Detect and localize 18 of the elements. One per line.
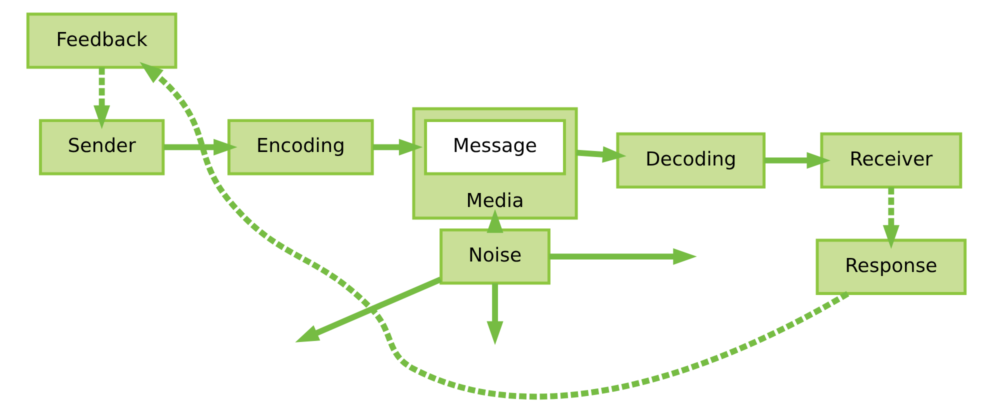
arrow — [576, 146, 626, 163]
node-box: Response — [815, 238, 966, 295]
arrow — [372, 138, 422, 156]
arrow — [93, 67, 110, 130]
node-box: Feedback — [26, 12, 177, 69]
node-box: Sender — [38, 119, 164, 176]
arrow — [764, 152, 830, 169]
arrow — [548, 248, 696, 265]
arrow — [139, 62, 849, 400]
node-box: Receiver — [820, 132, 962, 189]
arrow — [486, 283, 503, 346]
node-box: Encoding — [226, 119, 374, 176]
node-box: Decoding — [616, 132, 766, 189]
arrow — [294, 276, 442, 342]
node-box: Message — [424, 119, 566, 176]
arrow — [163, 138, 237, 156]
arrow — [882, 187, 899, 249]
arrow — [486, 209, 503, 233]
